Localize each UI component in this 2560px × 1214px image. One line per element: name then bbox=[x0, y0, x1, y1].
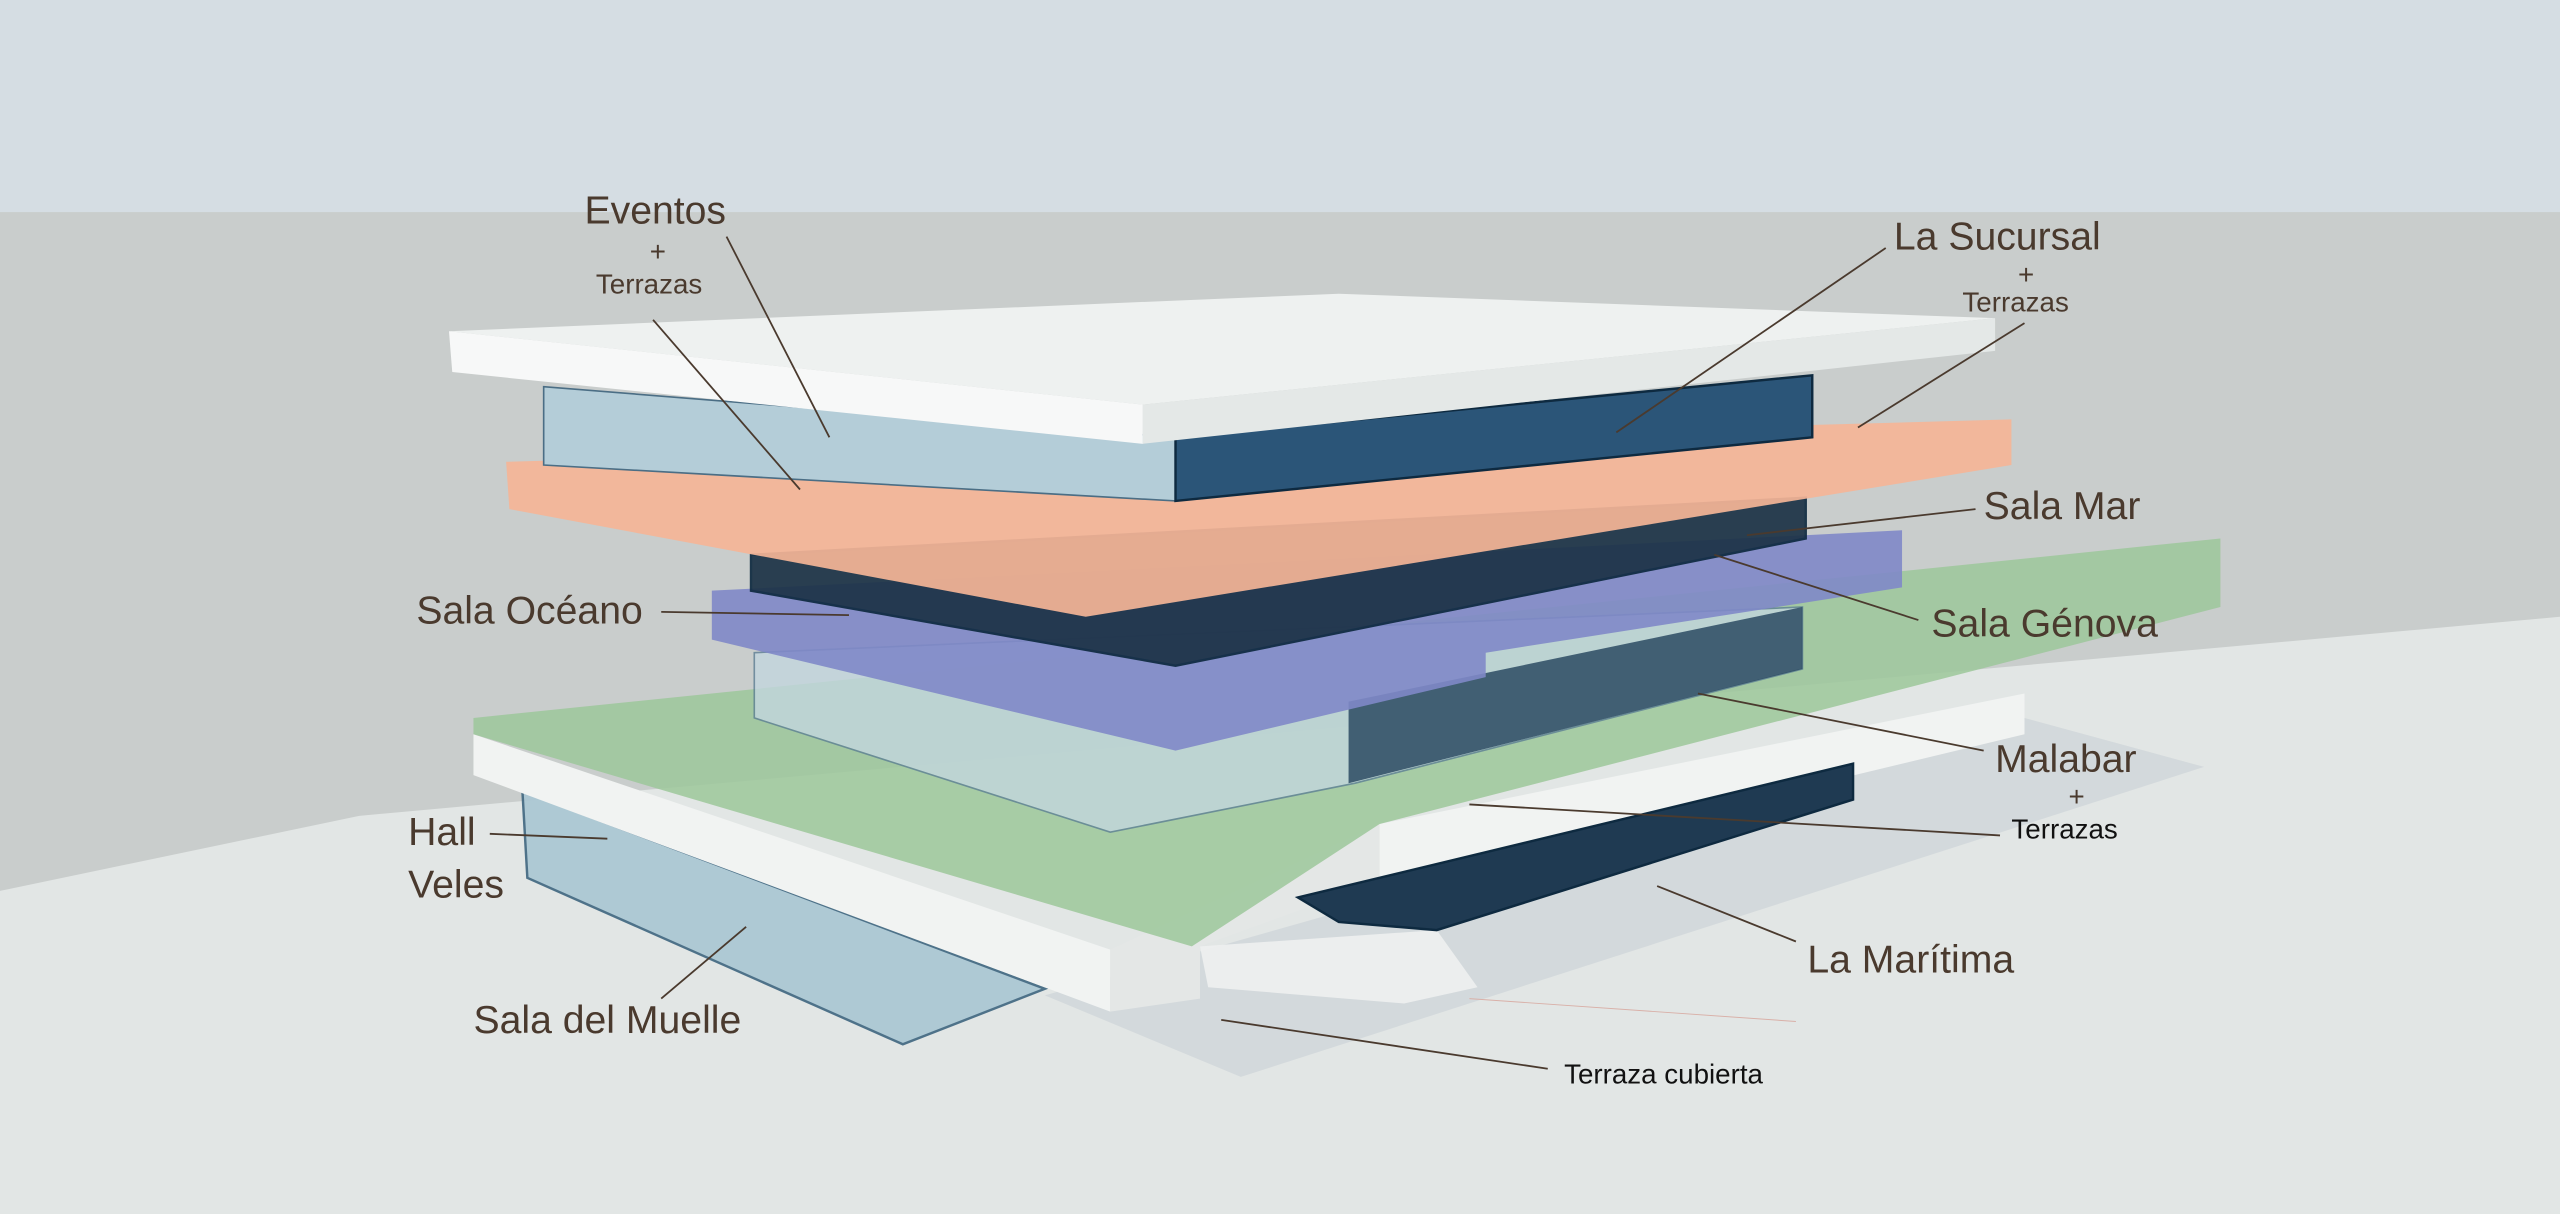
label-sala-oceano: Sala Océano bbox=[416, 589, 642, 632]
label-malabar-terrazas: Terrazas bbox=[2011, 814, 2117, 845]
label-la-sucursal: La Sucursal bbox=[1894, 216, 2101, 259]
sky bbox=[0, 0, 2560, 221]
label-malabar: Malabar bbox=[1995, 738, 2137, 781]
label-la-sucursal-plus: + bbox=[2018, 259, 2034, 290]
label-la-maritima: La Marítima bbox=[1807, 939, 2014, 982]
label-malabar-plus: + bbox=[2069, 781, 2085, 812]
label-eventos-terrazas: Terrazas bbox=[596, 269, 702, 300]
lower-slab-front bbox=[473, 734, 1111, 1012]
label-eventos-plus: + bbox=[650, 236, 666, 267]
label-sala-mar: Sala Mar bbox=[1984, 485, 2141, 528]
label-veles: Veles bbox=[408, 863, 504, 906]
lower-slab-right bbox=[1110, 824, 1380, 1012]
label-la-sucursal-terrazas: Terrazas bbox=[1962, 287, 2068, 318]
label-hall: Hall bbox=[408, 811, 475, 854]
label-sala-genova: Sala Génova bbox=[1931, 602, 2158, 645]
label-sala-del-muelle: Sala del Muelle bbox=[473, 999, 741, 1042]
la-maritima-volume bbox=[1294, 762, 1855, 932]
leader-lines bbox=[489, 236, 2025, 1070]
sala-del-muelle-volume bbox=[521, 789, 1049, 1046]
malabar-dark-glass bbox=[1348, 607, 1803, 784]
label-terraza-cubierta: Terraza cubierta bbox=[1564, 1058, 1763, 1089]
roof-top bbox=[448, 293, 1996, 405]
stairs bbox=[1200, 930, 1478, 1004]
label-eventos: Eventos bbox=[584, 190, 726, 233]
roof-front bbox=[448, 331, 1143, 444]
roof-right bbox=[1142, 318, 1996, 444]
